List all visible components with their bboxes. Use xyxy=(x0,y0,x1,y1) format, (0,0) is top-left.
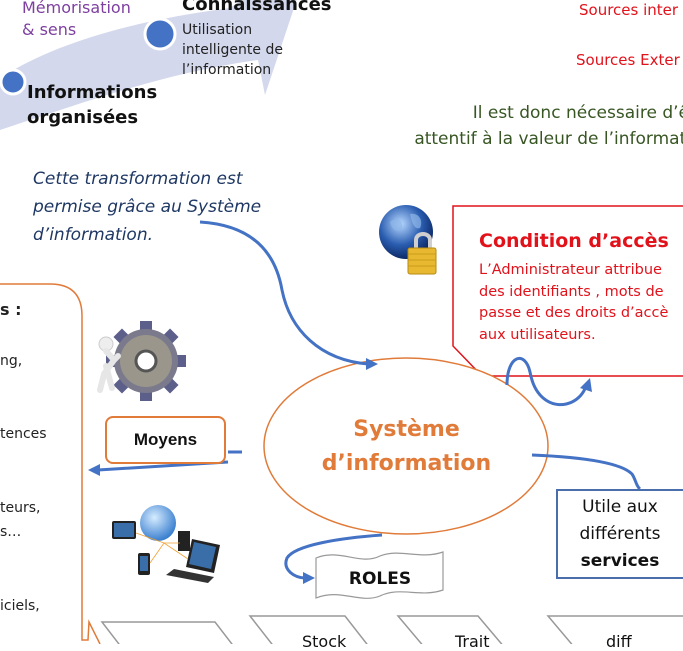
transformation-line: Cette transformation est xyxy=(33,169,243,189)
connaissances-subtitle: Utilisation intelligente de l’informatio… xyxy=(182,20,283,80)
condition-acces-title: Condition d’accès xyxy=(479,230,669,252)
necessity-line: attentif à la valeur de l’informati xyxy=(414,129,683,149)
connaissances-line: l’information xyxy=(182,62,272,78)
condition-acces-body: L’Administrateur attribue des identifian… xyxy=(479,260,668,346)
connaissances-line: Utilisation xyxy=(182,22,253,38)
chevron-label: Trait xyxy=(455,632,490,651)
connaissances-line: intelligente de xyxy=(182,42,283,58)
utile-services-box: Utile aux différents services xyxy=(556,489,683,579)
utile-line: différents xyxy=(579,523,661,544)
condition-connector xyxy=(505,357,588,407)
condition-acces-line: L’Administrateur attribue xyxy=(479,262,662,278)
sources-internes: Sources inter xyxy=(579,1,679,19)
left-box-outline xyxy=(0,283,101,644)
necessity-statement: Il est donc nécessaire d’ê attentif à la… xyxy=(414,100,683,152)
left-box-line: s… xyxy=(0,524,22,540)
condition-acces-callout xyxy=(452,205,683,377)
transformation-line: permise grâce au Système xyxy=(33,197,262,217)
gear-person-icon xyxy=(92,318,188,404)
transformation-line: d’information. xyxy=(33,225,154,245)
left-box-line: s : xyxy=(0,300,22,319)
informations-line: Informations xyxy=(27,82,158,103)
utile-line: services xyxy=(580,550,660,571)
chevron-label: Stock xyxy=(302,632,347,651)
dot-connaissances xyxy=(143,17,177,51)
left-box-line: tences xyxy=(0,426,47,442)
sources-externes: Sources Exter xyxy=(576,51,680,69)
network-devices-icon xyxy=(108,503,228,585)
roles-connector xyxy=(284,533,383,580)
progression-arrow xyxy=(0,0,297,130)
condition-acces-line: aux utilisateurs. xyxy=(479,326,596,343)
systeme-ellipse xyxy=(263,357,549,535)
condition-acces-line: passe et des droits d’accè xyxy=(479,305,669,321)
roles-label: ROLES xyxy=(348,569,412,589)
bottom-chevrons xyxy=(100,615,683,644)
condition-acces-line: des identifiants , mots de xyxy=(479,283,664,300)
roles-banner xyxy=(315,551,444,599)
transformation-connector xyxy=(199,220,369,366)
left-box-line: teurs, xyxy=(0,500,41,516)
left-box-line: ng, xyxy=(0,353,23,369)
utile-connector xyxy=(531,453,642,491)
chevron-label: diff xyxy=(606,632,632,651)
memorisation-label: Mémorisation & sens xyxy=(22,0,131,41)
arrowhead xyxy=(303,572,315,584)
connaissances-title: Connaissances xyxy=(182,0,332,15)
memorisation-line: Mémorisation xyxy=(22,0,131,17)
utile-line: Utile aux xyxy=(582,496,658,517)
systeme-line: d’information xyxy=(321,451,492,476)
necessity-line: Il est donc nécessaire d’ê xyxy=(472,103,683,123)
systeme-information-label: Système d’information xyxy=(264,358,549,536)
arrowhead xyxy=(88,464,100,476)
memorisation-line: & sens xyxy=(22,20,77,39)
transformation-text: Cette transformation est permise grâce a… xyxy=(33,165,261,249)
systeme-line: Système xyxy=(353,417,460,442)
moyens-box: Moyens xyxy=(105,416,226,464)
informations-organisees-label: Informations organisées xyxy=(27,80,157,130)
arrowhead xyxy=(366,358,378,370)
arrowhead xyxy=(580,378,592,392)
dot-informations xyxy=(0,68,27,96)
informations-line: organisées xyxy=(27,107,139,128)
globe-lock-icon xyxy=(378,204,438,276)
left-box-line: iciels, xyxy=(0,598,40,614)
